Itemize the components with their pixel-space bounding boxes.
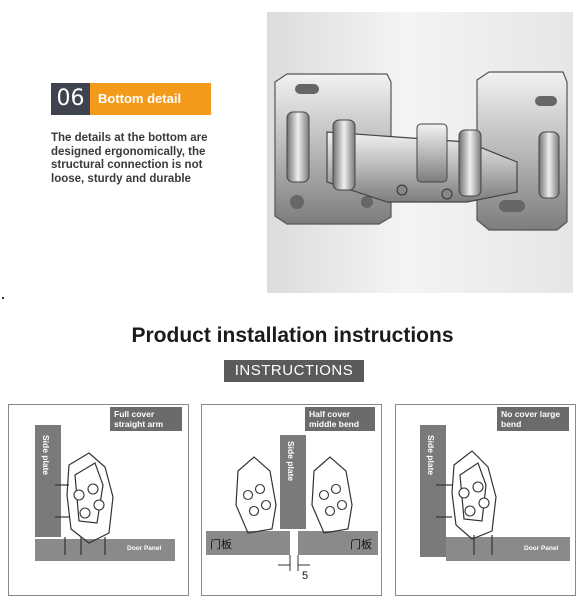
feature-title: Bottom detail	[90, 83, 211, 115]
side-plate-label: Side plate	[426, 435, 436, 475]
half-cover-diagram: Side plate 门板 门板 5	[206, 435, 378, 582]
no-cover-diagram: Side plate Door Panel	[420, 425, 570, 561]
section-heading: Product installation instructions	[131, 324, 454, 347]
door-label-right: 门板	[350, 537, 372, 551]
side-plate-label: Side plate	[41, 435, 51, 475]
install-panel-half-cover: Side plate 门板 门板 5 Half cover middle ben…	[201, 404, 382, 596]
install-panel-no-cover: Side plate Door Panel No cover large ben…	[395, 404, 576, 596]
panel-title: Half cover middle bend	[305, 407, 375, 431]
instructions-label: INSTRUCTIONS	[224, 360, 364, 382]
feature-badge: 06 Bottom detail	[51, 83, 211, 115]
gap-label: 5	[302, 570, 308, 582]
feature-number: 06	[51, 83, 90, 115]
panel-title: No cover large bend	[497, 407, 569, 431]
install-panel-full-cover: Side plate Door Panel Full cover straigh…	[8, 404, 189, 596]
stray-dot	[2, 297, 4, 299]
side-plate-label: Side plate	[286, 441, 296, 481]
door-panel-label: Door Panel	[127, 545, 162, 552]
hinge-illustration	[274, 71, 568, 231]
door-label-left: 门板	[210, 537, 232, 551]
door-panel-label: Door Panel	[524, 545, 559, 552]
hinge-photo	[267, 12, 573, 293]
feature-description: The details at the bottom are designed e…	[51, 132, 208, 185]
full-cover-diagram: Side plate Door Panel	[35, 425, 175, 561]
panel-title: Full cover straight arm	[110, 407, 182, 431]
